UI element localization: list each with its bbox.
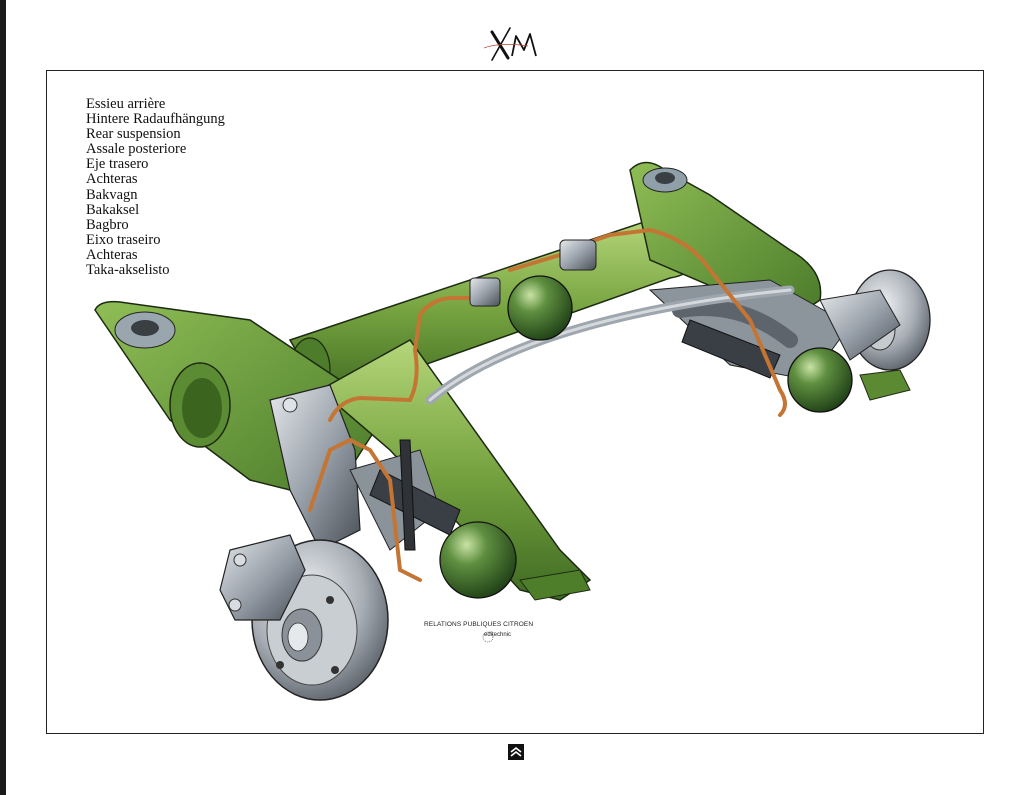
editechnic-badge-icon: [482, 631, 494, 643]
caption-de: Hintere Radaufhängung: [86, 111, 225, 128]
right-cradle: [629, 161, 822, 321]
caption-nl: Achteras: [86, 171, 138, 188]
caption-es: Eje trasero: [86, 156, 149, 173]
caption-en: Rear suspension: [86, 126, 181, 143]
caption-da: Bagbro: [86, 216, 129, 233]
credit-sub: editechnic: [484, 632, 512, 638]
xm-logo-icon: [483, 27, 537, 61]
caption-it: Assale posteriore: [86, 141, 187, 158]
caption-sv: Bakvagn: [86, 186, 138, 203]
suspension-sphere-right: [787, 347, 853, 413]
page-edge: [0, 0, 6, 795]
hydraulic-pipe: [328, 296, 492, 422]
citroen-chevron-icon: [508, 744, 524, 760]
credit-line: RELATIONS PUBLIQUES CITROEN: [424, 621, 534, 628]
caption-no: Bakaksel: [86, 201, 140, 218]
caption-nl-2: Achteras: [86, 246, 138, 263]
caption-fi: Taka-akselisto: [86, 262, 170, 279]
caption-list: Essieu arrière Hintere Radaufhängung Rea…: [86, 96, 225, 279]
suspension-sphere-left: [439, 521, 517, 599]
rear-suspension-illustration: [94, 161, 931, 701]
suspension-sphere-center: [507, 275, 573, 341]
caption-fr: Essieu arrière: [86, 96, 166, 112]
caption-pt: Eixo traseiro: [86, 231, 161, 248]
